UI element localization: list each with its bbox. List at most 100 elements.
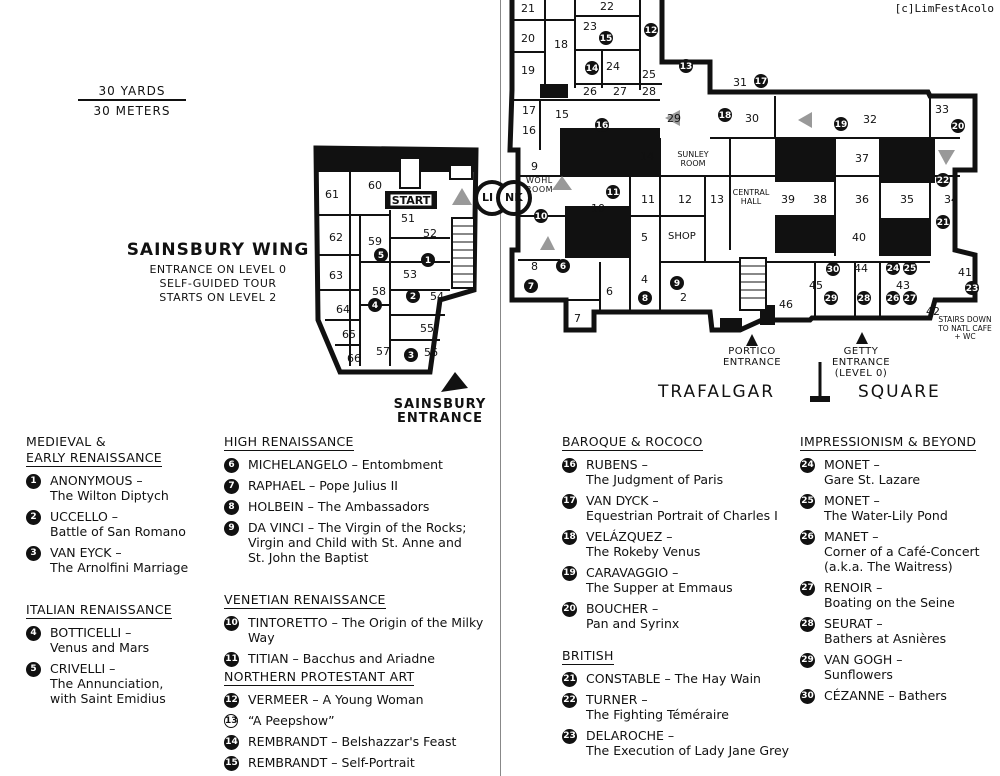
svg-text:22: 22 [600,0,614,13]
legend-work: Bathers at Asnières [824,631,947,646]
interior-walls [512,0,960,318]
link-label-left: LI [482,191,494,204]
sainsbury-sub2: SELF-GUIDED TOUR [159,277,277,290]
route-arrows [452,110,955,250]
legend-artist: MICHELANGELO – Entombment [248,457,443,472]
svg-text:18: 18 [554,38,568,51]
legend-artist: MONET – [824,457,880,472]
square-label: SQUARE [858,382,941,402]
shop-label: SHOP [668,231,696,242]
svg-text:13: 13 [680,62,693,72]
painting-badge: 28 [800,617,815,632]
sainsbury-wing-info: SAINSBURY WING ENTRANCE ON LEVEL 0 SELF-… [118,240,318,305]
legend-artist: TITIAN – Bacchus and Ariadne [248,651,435,666]
painting-badge: 10 [224,616,239,631]
svg-text:7: 7 [574,312,581,325]
legend-artist: VAN DYCK – [586,493,659,508]
svg-text:64: 64 [336,303,350,316]
start-label: START [391,194,431,207]
painting-badge: 24 [800,458,815,473]
trafalgar-label: TRAFALGAR [658,382,776,402]
stairs-label: STAIRS DOWN TO NATL CAFE + WC [938,315,992,341]
svg-text:57: 57 [376,345,390,358]
link-right-circle [496,180,532,216]
legend-item: 13“A Peepshow” [224,713,499,728]
floor-plan-map: 60 61 62 63 64 65 66 57 56 55 54 53 52 5… [313,0,979,402]
legend-impressionism-title: IMPRESSIONISM & BEYOND [800,434,977,451]
svg-text:25: 25 [642,68,656,81]
sainsbury-sub3: STARTS ON LEVEL 2 [159,291,277,304]
svg-text:54: 54 [430,290,444,303]
legend-artist: MANET – [824,529,879,544]
wohl-room-label: WOHL ROOM [526,176,554,194]
painting-badge: 30 [800,689,815,704]
svg-text:30: 30 [827,265,840,275]
painting-badge: 16 [562,458,577,473]
svg-text:42: 42 [926,305,940,318]
nelson-column-icon [810,362,830,402]
getty-line3: (LEVEL 0) [834,368,888,379]
svg-text:24: 24 [887,264,900,274]
legend-work: The Wilton Diptych [50,488,169,503]
painting-badge: 11 [224,652,239,667]
svg-text:6: 6 [560,262,566,272]
entrance-arrows [441,332,868,392]
legend-work: Gare St. Lazare [824,472,921,487]
svg-text:32: 32 [863,113,877,126]
svg-text:14: 14 [640,150,654,163]
legend-work: Corner of a Café-Concert [824,544,980,559]
svg-text:29: 29 [667,112,681,125]
painting-badge: 6 [224,458,239,473]
svg-text:12: 12 [678,193,692,206]
svg-text:58: 58 [372,285,386,298]
painting-badge: 17 [562,494,577,509]
legend-artist: BOTTICELLI – [50,625,132,640]
legend-work: The Arnolfini Marriage [50,560,189,575]
svg-text:27: 27 [904,294,917,304]
getty-entrance-label: GETTY ENTRANCE (LEVEL 0) [828,346,894,379]
legend-artist: HOLBEIN – The Ambassadors [248,499,430,514]
legend-work: Sunflowers [824,667,893,682]
svg-text:30: 30 [745,112,759,125]
link-label-right: NK [505,191,523,204]
svg-text:16: 16 [596,121,609,131]
svg-text:45: 45 [809,279,823,292]
painting-badge: 13 [224,714,238,728]
svg-text:11: 11 [641,193,655,206]
legend-northern-title: NORTHERN PROTESTANT ART [224,669,415,686]
legend-medieval-title1: MEDIEVAL & [26,434,106,449]
legend-item: 11 TITIAN – Bacchus and Ariadne [224,651,499,667]
legend-venetian-title: VENETIAN RENAISSANCE [224,592,386,609]
svg-text:34: 34 [944,193,958,206]
sainsbury-sub1: ENTRANCE ON LEVEL 0 [149,263,287,276]
svg-text:65: 65 [342,328,356,341]
legend-work: The Fighting Téméraire [586,707,729,722]
painting-badge: 5 [26,662,41,677]
svg-text:28: 28 [858,294,871,304]
painting-badge: 18 [562,530,577,545]
legend-work: The Rokeby Venus [586,544,701,559]
svg-text:2: 2 [410,292,416,302]
legend-artist: RAPHAEL – Pope Julius II [248,478,398,493]
svg-text:59: 59 [368,235,382,248]
painting-badge: 19 [562,566,577,581]
svg-text:27: 27 [613,85,627,98]
svg-text:53: 53 [403,268,417,281]
map-painting-markers: 1 2 3 4 5 6 7 8 9 10 11 12 13 14 15 16 1… [368,23,979,362]
legend-work: The Water-Lily Pond [824,508,948,523]
legend-artist: VAN GOGH – [824,652,903,667]
